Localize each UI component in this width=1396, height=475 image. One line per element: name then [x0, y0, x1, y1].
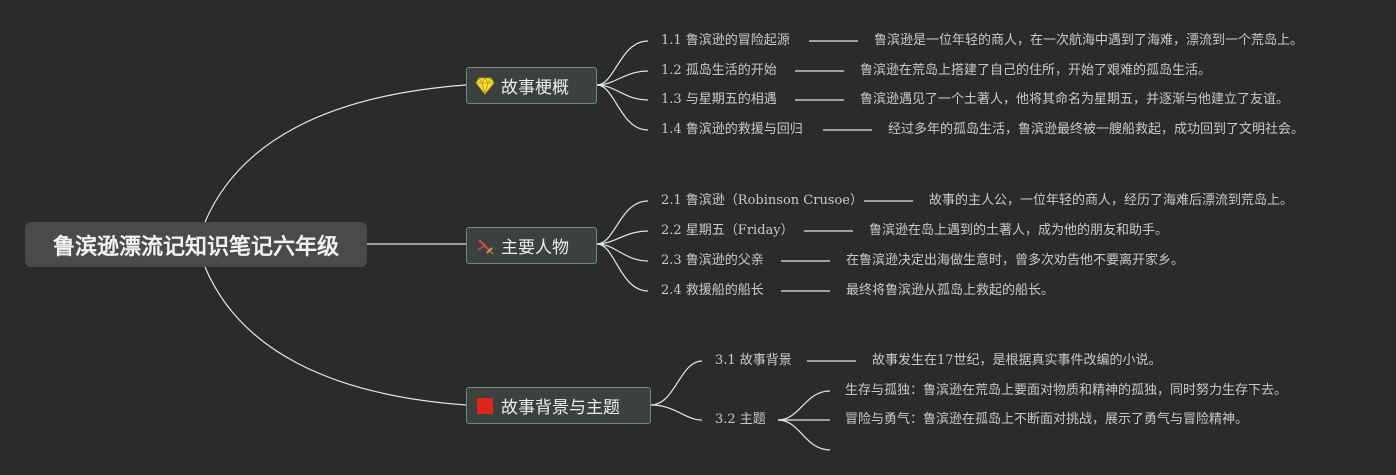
detail-2-4[interactable]: 最终将鲁滨逊从孤岛上救起的船长。	[846, 283, 1055, 298]
diamond-icon	[475, 76, 495, 96]
subtopic-2-2[interactable]: 2.2 星期五（Friday）	[661, 223, 794, 238]
topic-label: 故事背景与主题	[501, 398, 620, 418]
connector-root-topic-3	[204, 266, 467, 406]
subtopic-1-4[interactable]: 1.4 鲁滨逊的救援与回归	[661, 122, 803, 137]
subtopic-3-2[interactable]: 3.2 主题	[715, 412, 766, 427]
connector-root-topic-1	[204, 84, 467, 223]
detail-1-2[interactable]: 鲁滨逊在荒岛上搭建了自己的住所，开始了艰难的孤岛生活。	[860, 63, 1212, 78]
topic-background-theme[interactable]: 故事背景与主题	[466, 387, 651, 424]
topic-main-characters[interactable]: 主要人物	[466, 227, 597, 264]
sword-icon	[475, 236, 495, 256]
detail-2-3[interactable]: 在鲁滨逊决定出海做生意时，曾多次劝告他不要离开家乡。	[846, 253, 1185, 268]
red-flag-icon	[475, 396, 495, 416]
detail-1-3[interactable]: 鲁滨逊遇见了一个土著人，他将其命名为星期五，并逐渐与他建立了友谊。	[860, 92, 1290, 107]
detail-3-2-1[interactable]: 生存与孤独：鲁滨逊在荒岛上要面对物质和精神的孤独，同时努力生存下去。	[845, 383, 1288, 398]
detail-3-1[interactable]: 故事发生在17世纪，是根据真实事件改编的小说。	[872, 353, 1162, 368]
subtopic-2-1[interactable]: 2.1 鲁滨逊（Robinson Crusoe）	[661, 193, 864, 208]
subtopic-2-4[interactable]: 2.4 救援船的船长	[661, 283, 764, 298]
detail-1-4[interactable]: 经过多年的孤岛生活，鲁滨逊最终被一艘船救起，成功回到了文明社会。	[888, 122, 1305, 137]
root-node[interactable]: 鲁滨逊漂流记知识笔记六年级	[25, 222, 367, 267]
subtopic-3-1[interactable]: 3.1 故事背景	[715, 353, 792, 368]
subtopic-1-2[interactable]: 1.2 孤岛生活的开始	[661, 63, 777, 78]
topic-label: 主要人物	[501, 238, 569, 258]
subtopic-1-1[interactable]: 1.1 鲁滨逊的冒险起源	[661, 33, 790, 48]
detail-1-1[interactable]: 鲁滨逊是一位年轻的商人，在一次航海中遇到了海难，漂流到一个荒岛上。	[874, 33, 1304, 48]
subtopic-2-3[interactable]: 2.3 鲁滨逊的父亲	[661, 253, 764, 268]
topic-label: 故事梗概	[501, 78, 569, 98]
detail-2-1[interactable]: 故事的主人公，一位年轻的商人，经历了海难后漂流到荒岛上。	[929, 193, 1294, 208]
root-title: 鲁滨逊漂流记知识笔记六年级	[52, 234, 339, 260]
subtopic-1-3[interactable]: 1.3 与星期五的相遇	[661, 92, 777, 107]
detail-3-2-2[interactable]: 冒险与勇气：鲁滨逊在孤岛上不断面对挑战，展示了勇气与冒险精神。	[845, 412, 1249, 427]
topic-story-summary[interactable]: 故事梗概	[466, 67, 597, 104]
detail-2-2[interactable]: 鲁滨逊在岛上遇到的土著人，成为他的朋友和助手。	[869, 223, 1169, 238]
